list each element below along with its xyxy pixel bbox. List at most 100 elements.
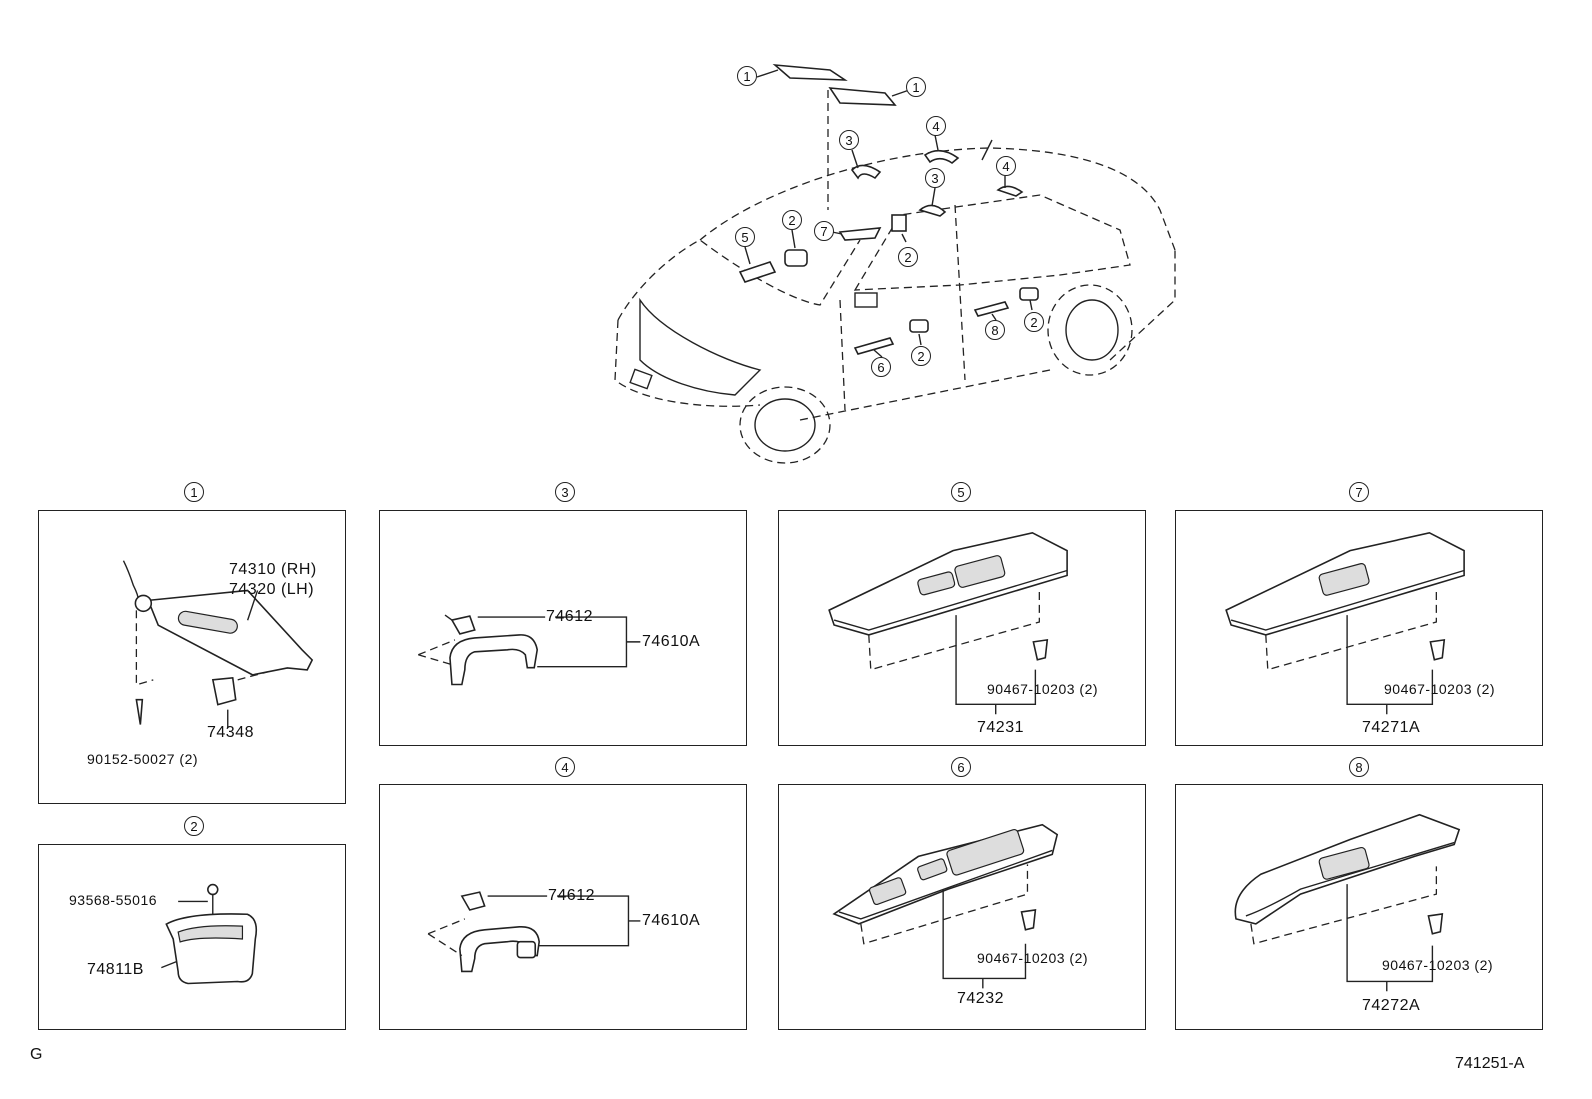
part-number-74811B: 74811B bbox=[87, 961, 144, 978]
side-mirror bbox=[854, 292, 878, 308]
clip-90467-7 bbox=[1429, 638, 1446, 661]
callout-7: 7 bbox=[814, 221, 834, 241]
leaders-5 bbox=[955, 615, 1037, 715]
panel-2-cup-holder: 93568-55016 74811B bbox=[38, 844, 346, 1030]
assist-grip-clip bbox=[450, 615, 476, 635]
antenna bbox=[981, 139, 993, 161]
panel-6-switch-base: 90467-10203 (2) 74232 bbox=[778, 784, 1146, 1030]
callout-5: 5 bbox=[735, 227, 755, 247]
part-number-74610A: 74610A bbox=[642, 633, 701, 650]
clip-90467-6 bbox=[1020, 909, 1037, 931]
cup-holder-part bbox=[165, 913, 258, 985]
callout-2-rear-door: 2 bbox=[1024, 312, 1044, 332]
callout-4-top: 4 bbox=[926, 116, 946, 136]
leaders-8 bbox=[1346, 884, 1434, 992]
panel-1-number: 1 bbox=[184, 482, 204, 502]
vanity-mirror bbox=[177, 610, 238, 634]
assist-grip-sketch-4 bbox=[923, 149, 960, 164]
panel-5-switch-base: 90467-10203 (2) 74231 bbox=[778, 510, 1146, 746]
clip-tab bbox=[444, 614, 453, 621]
switch-hole-large bbox=[954, 555, 1006, 588]
cup-leaders bbox=[161, 900, 208, 969]
callout-2-front: 2 bbox=[782, 210, 802, 230]
switch-hole-small bbox=[917, 571, 956, 596]
cup-holder-sketch bbox=[891, 214, 907, 232]
license-plate bbox=[629, 368, 653, 390]
panel-4-number: 4 bbox=[555, 757, 575, 777]
vehicle-overview-illustration bbox=[614, 63, 1176, 464]
callout-3-top: 3 bbox=[839, 130, 859, 150]
cup-holder-sketch-3 bbox=[909, 319, 929, 333]
car-hood-outline bbox=[617, 239, 861, 321]
visor-pivot bbox=[134, 594, 153, 613]
window-switch-bank bbox=[946, 828, 1025, 876]
rear-wheel-outline bbox=[1047, 284, 1133, 376]
grip-end-cap bbox=[516, 940, 537, 959]
part-number-74610A-b: 74610A bbox=[642, 912, 701, 929]
front-wheel-outline bbox=[739, 386, 831, 464]
car-side-outline bbox=[614, 250, 1176, 421]
part-number-74612-b: 74612 bbox=[548, 887, 595, 904]
assist-grip-handle bbox=[449, 634, 539, 686]
sun-visor-left-sketch bbox=[772, 63, 848, 81]
front-wheel bbox=[754, 398, 816, 452]
part-number-74348: 74348 bbox=[207, 724, 254, 741]
visor-wire bbox=[122, 560, 140, 601]
footer-left-code: G bbox=[30, 1046, 43, 1063]
cup-screw-head bbox=[207, 883, 219, 896]
switch-base-panel-6 bbox=[832, 823, 1059, 925]
part-number-74320: 74320 (LH) bbox=[229, 581, 315, 598]
switch-install-dash-5 bbox=[868, 590, 1040, 671]
cup-holder-sketch-4 bbox=[1019, 287, 1039, 301]
panel-4-assist-grip: 74612 74610A bbox=[379, 784, 747, 1030]
switch-install-dash-8 bbox=[1250, 866, 1438, 945]
panel-7-switch-base: 90467-10203 (2) 74271A bbox=[1175, 510, 1543, 746]
panel-8-switch-base: 90467-10203 (2) 74272A bbox=[1175, 784, 1543, 1030]
callout-1-right: 1 bbox=[906, 77, 926, 97]
callout-2-console: 2 bbox=[898, 247, 918, 267]
switch-base-sketch-6 bbox=[853, 337, 895, 355]
clip-90467-8 bbox=[1427, 913, 1444, 935]
switch-install-dash-7 bbox=[1265, 590, 1437, 671]
panel-1-sun-visor: 74310 (RH) 74320 (LH) 74348 90152-50027 … bbox=[38, 510, 346, 804]
part-number-90152: 90152-50027 (2) bbox=[87, 751, 199, 767]
assist-grip-sketch-4b bbox=[996, 185, 1024, 197]
window-switch-main bbox=[868, 877, 907, 906]
switch-base-sketch-7 bbox=[838, 227, 882, 241]
part-number-74310: 74310 (RH) bbox=[229, 561, 317, 578]
car-roof-outline bbox=[699, 147, 1176, 251]
car-window-outline bbox=[853, 194, 1131, 291]
switch-base-sketch-8 bbox=[973, 301, 1010, 317]
callout-2-door: 2 bbox=[911, 346, 931, 366]
panel-8-number: 8 bbox=[1349, 757, 1369, 777]
visor-screw bbox=[135, 698, 144, 725]
leaders-6 bbox=[942, 889, 1027, 989]
part-number-90467-8: 90467-10203 (2) bbox=[1382, 957, 1494, 973]
visor-label-leader bbox=[246, 590, 259, 621]
holder-leader bbox=[237, 671, 268, 681]
panel-3-assist-grip: 74612 74610A bbox=[379, 510, 747, 746]
switch-base-edge-8 bbox=[1245, 841, 1455, 917]
visor-holder bbox=[211, 676, 237, 706]
grip-install-dash bbox=[417, 639, 456, 666]
grip-install-dash-2 bbox=[427, 918, 466, 957]
car-door-line bbox=[839, 204, 966, 411]
switch-install-dash-6 bbox=[860, 864, 1029, 945]
switch-base-edge-6 bbox=[838, 849, 1053, 920]
panel-6-number: 6 bbox=[951, 757, 971, 777]
panel-3-number: 3 bbox=[555, 482, 575, 502]
cup-holder-opening bbox=[177, 925, 244, 943]
switch-hole-7 bbox=[1318, 563, 1370, 596]
assist-grip-sketch-3b bbox=[918, 204, 947, 217]
switch-base-edge-7 bbox=[1230, 569, 1465, 631]
switch-hole-8 bbox=[1318, 846, 1370, 880]
panel-5-number: 5 bbox=[951, 482, 971, 502]
grip-leaders-2 bbox=[487, 895, 641, 947]
part-number-74272A: 74272A bbox=[1362, 997, 1421, 1014]
rear-wheel bbox=[1065, 299, 1119, 361]
screw-leader bbox=[135, 610, 154, 686]
figure-code: 741251-A bbox=[1455, 1055, 1525, 1072]
leaders-7 bbox=[1346, 615, 1434, 715]
part-number-74612: 74612 bbox=[546, 608, 593, 625]
assist-grip-clip-2 bbox=[460, 891, 486, 911]
